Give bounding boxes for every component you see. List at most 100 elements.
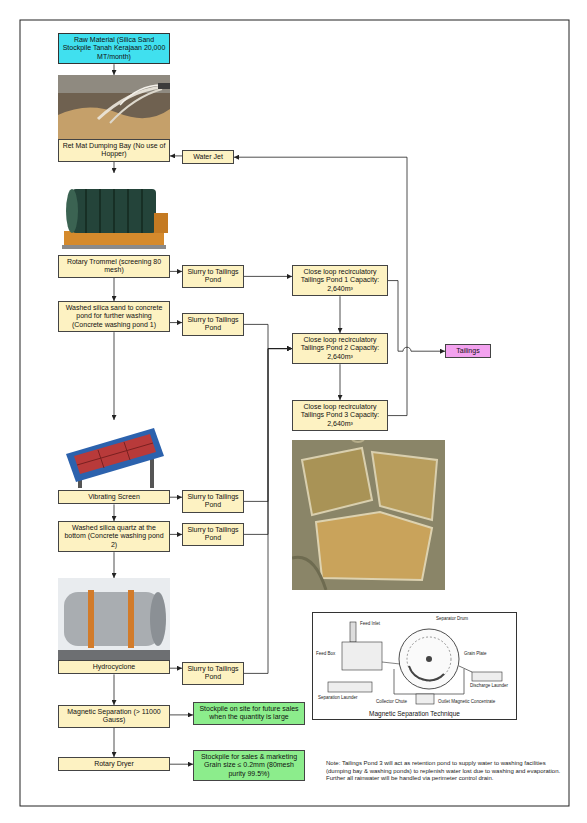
flow-arrow [170,534,182,535]
flow-arrow [244,276,292,277]
flow-arrow [170,322,182,323]
box-text: Slurry to Tailings Pond [186,493,240,510]
box-text: Rotary Dryer [62,760,166,768]
box-text: Magnetic Separation (> 11000 Gauss) [62,708,166,725]
flow-arrow [170,497,182,498]
flow-arrow [114,332,115,420]
flow-arrow [170,714,193,715]
water-jet-box-body: Water Jet [182,150,234,164]
slurry-box-body: Slurry to Tailings Pond [182,265,244,288]
process-box: Ret Mat Dumping Bay (No use of Hopper) [58,75,170,162]
box-text: Vibrating Screen [62,493,166,501]
process-box-body: Magnetic Separation (> 11000 Gauss) [58,705,170,728]
process-box: Rotary Dryer [58,757,170,771]
flow-arrow [244,349,292,674]
part-label: Outlet Magnetic Concentrate [438,700,495,705]
product-box-body: Stockpile on site for future sales when … [193,702,305,725]
product-box: Stockpile on site for future sales when … [193,702,305,725]
pond-box: Close loop recirculatory Tailings Pond 2… [292,333,388,364]
flow-arrow [170,271,182,272]
box-text: Hydrocyclone [62,663,166,671]
box-text: Washed silica sand to concrete pond for … [62,304,166,329]
flow-arrow [170,668,182,669]
slurry-box-body: Slurry to Tailings Pond [182,523,244,546]
raw-material-box-body: Raw Material (Silica Sand Stockpile Tana… [58,33,170,64]
box-text: Slurry to Tailings Pond [186,268,240,285]
box-text: Slurry to Tailings Pond [186,526,240,543]
process-box: Washed silica sand to concrete pond for … [58,301,170,332]
box-text: Slurry to Tailings Pond [186,665,240,682]
box-text: Stockpile for sales & marketing Grain si… [197,753,301,778]
pond-box-body: Close loop recirculatory Tailings Pond 3… [292,400,388,431]
part-label: Grain Plate [464,652,487,657]
box-text: Raw Material (Silica Sand Stockpile Tana… [62,36,166,61]
process-box-body: Ret Mat Dumping Bay (No use of Hopper) [58,139,170,162]
flow-arrow [114,278,115,301]
flow-arrow [114,64,115,75]
frame-border [20,20,569,806]
box-text: Ret Mat Dumping Bay (No use of Hopper) [62,142,166,159]
process-box-body: Hydrocyclone [58,660,170,674]
note-text: Note: Tailings Pond 3 will act as retent… [326,760,564,783]
process-box-body: Rotary Dryer [58,757,170,771]
part-label: Feed Inlet [360,622,380,627]
process-box-body: Washed silica sand to concrete pond for … [58,301,170,332]
hydrocyclone-photo [58,578,170,660]
slurry-box-body: Slurry to Tailings Pond [182,662,244,685]
process-box-body: Vibrating Screen [58,490,170,504]
part-label: Discharge Launder [470,684,508,689]
part-label: Separator Drum [436,617,468,622]
part-label: Feed Box [316,652,335,657]
pond-box: Close loop recirculatory Tailings Pond 1… [292,265,388,296]
tailings-box: Tailings [445,344,491,358]
slurry-box: Slurry to Tailings Pond [182,265,244,288]
box-text: Close loop recirculatory Tailings Pond 2… [296,336,384,361]
raw-material-box: Raw Material (Silica Sand Stockpile Tana… [58,33,170,64]
slurry-box-body: Slurry to Tailings Pond [182,490,244,513]
process-box: Magnetic Separation (> 11000 Gauss) [58,705,170,728]
flow-arrow [234,157,407,415]
pond-aerial-photo [292,440,445,590]
slurry-box-body: Slurry to Tailings Pond [182,313,244,336]
process-box-body: Washed silica quartz at the bottom (Conc… [58,521,170,552]
box-text: Tailings [449,347,487,355]
process-box: Vibrating Screen [58,420,170,504]
box-text: Water Jet [186,153,230,161]
process-box: Hydrocyclone [58,578,170,674]
flow-arrow [170,764,193,765]
pond-box-body: Close loop recirculatory Tailings Pond 2… [292,333,388,364]
process-box-body: Rotary Trommel (screening 80 mesh) [58,255,170,278]
flow-arrow [114,504,115,521]
dumping-bay-photo [58,75,170,139]
slurry-box: Slurry to Tailings Pond [182,313,244,336]
pond-box: Close loop recirculatory Tailings Pond 3… [292,400,388,431]
product-box-body: Stockpile for sales & marketing Grain si… [193,750,305,781]
slurry-box: Slurry to Tailings Pond [182,523,244,546]
flow-arrow [114,162,115,173]
process-box: Rotary Trommel (screening 80 mesh) [58,173,170,278]
vibrating-screen-photo [58,420,170,490]
box-text: Magnetic Separation Technique [314,710,515,718]
flow-arrow [244,324,292,348]
flow-arrow [114,674,115,705]
trommel-photo [58,173,170,255]
box-text: Close loop recirculatory Tailings Pond 3… [296,403,384,428]
pond-box-body: Close loop recirculatory Tailings Pond 1… [292,265,388,296]
process-box: Washed silica quartz at the bottom (Conc… [58,521,170,552]
flow-arrow [170,155,182,156]
box-text: Rotary Trommel (screening 80 mesh) [62,258,166,275]
box-text: Washed silica quartz at the bottom (Conc… [62,524,166,549]
box-text: Close loop recirculatory Tailings Pond 1… [296,268,384,293]
flow-arrow [388,281,445,352]
flow-arrow [114,552,115,578]
flow-arrow [114,728,115,757]
part-label: Collector Chute [376,700,407,705]
slurry-box: Slurry to Tailings Pond [182,662,244,685]
water-jet-box: Water Jet [182,150,234,164]
tailings-box-body: Tailings [445,344,491,358]
flow-arrow [340,296,341,333]
part-label: Separation Launder [318,696,358,701]
slurry-box: Slurry to Tailings Pond [182,490,244,513]
flow-arrow [340,364,341,400]
product-box: Stockpile for sales & marketing Grain si… [193,750,305,781]
